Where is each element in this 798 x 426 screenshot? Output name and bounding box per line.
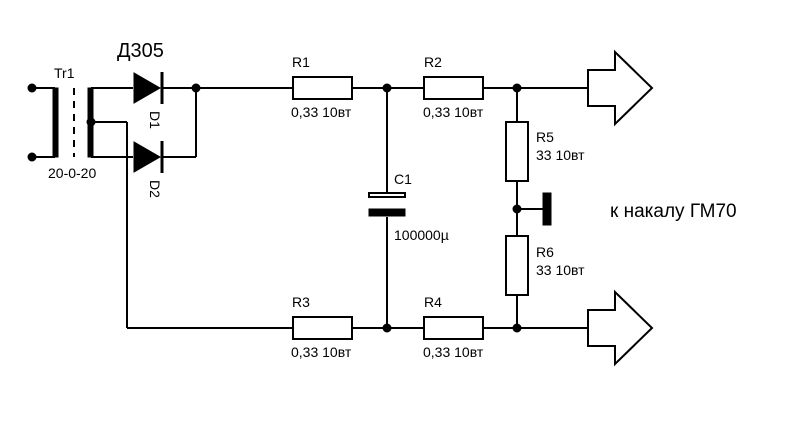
diode-d1-symbol xyxy=(133,72,162,104)
resistor-r4-value: 0,33 10вт xyxy=(423,344,484,360)
transformer-ref-label: Tr1 xyxy=(54,65,75,81)
diode-d2-symbol xyxy=(133,141,162,173)
output-arrow-top xyxy=(587,49,654,127)
resistor-r3: R3 0,33 10вт xyxy=(291,294,353,360)
heater-tap-terminal xyxy=(542,192,552,226)
resistor-r1-ref: R1 xyxy=(292,54,310,70)
capacitor-negative-plate xyxy=(368,208,406,217)
resistor-r2: R2 0,33 10вт xyxy=(423,54,484,120)
transformer-tr1: Tr1 20-0-20 xyxy=(27,65,96,181)
capacitor-c1: C1 100000µ xyxy=(368,171,449,243)
resistor-r4: R4 0,33 10вт xyxy=(423,294,484,360)
output-arrow-bottom xyxy=(587,289,654,367)
resistor-r5-value: 33 10вт xyxy=(536,147,585,163)
capacitor-ref-label: C1 xyxy=(394,171,412,187)
transformer-rating-label: 20-0-20 xyxy=(48,165,96,181)
rectifier-output-junction xyxy=(191,83,201,93)
resistor-r5: R5 33 10вт xyxy=(505,121,585,182)
diode-part-label: Д305 xyxy=(117,40,164,62)
resistor-r2-ref: R2 xyxy=(424,54,442,70)
diode-d1-label: D1 xyxy=(147,111,163,129)
resistor-r4-ref: R4 xyxy=(424,294,442,310)
diode-d1: D1 xyxy=(133,72,164,129)
resistor-r6-value: 33 10вт xyxy=(536,262,585,278)
resistor-r1: R1 0,33 10вт xyxy=(291,54,353,120)
resistor-r3-value: 0,33 10вт xyxy=(291,344,352,360)
wires xyxy=(32,87,588,329)
resistor-r3-ref: R3 xyxy=(292,294,310,310)
heater-output-note: к накалу ГМ70 xyxy=(610,201,737,222)
junctions xyxy=(382,83,522,333)
resistor-r1-value: 0,33 10вт xyxy=(291,104,352,120)
resistor-r2-value: 0,33 10вт xyxy=(423,104,484,120)
diode-d2: D2 xyxy=(133,141,164,198)
input-terminal-bottom xyxy=(27,152,37,162)
primary-winding xyxy=(52,87,59,158)
capacitor-value-label: 100000µ xyxy=(394,227,449,243)
resistor-r6-ref: R6 xyxy=(536,244,554,260)
center-tap-junction xyxy=(86,117,96,127)
capacitor-positive-plate xyxy=(368,192,406,198)
diode-d2-label: D2 xyxy=(147,180,163,198)
resistor-r5-ref: R5 xyxy=(536,129,554,145)
input-terminal-top xyxy=(27,83,37,93)
resistor-r6: R6 33 10вт xyxy=(505,235,585,296)
